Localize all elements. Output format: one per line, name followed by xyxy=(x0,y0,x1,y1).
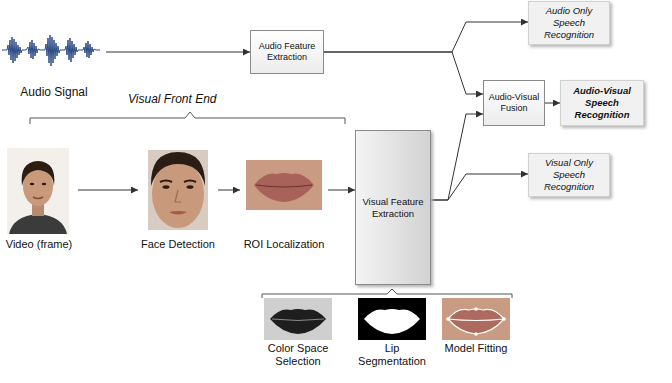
flow-arrow xyxy=(545,103,560,104)
flow-arrow xyxy=(218,190,240,191)
bracket xyxy=(30,112,345,124)
node-text: Audio Feature Extraction xyxy=(255,41,319,63)
method-image: Color Space Selection xyxy=(260,298,336,368)
section-label: Visual Front End xyxy=(128,92,217,106)
model-point xyxy=(446,317,450,321)
node-text: Face Detection xyxy=(141,238,215,251)
hair xyxy=(151,152,205,186)
output-box: Audio-Visual Speech Recognition xyxy=(560,80,644,126)
hair xyxy=(22,161,55,186)
audio-signal: Audio Signal xyxy=(2,28,106,99)
video-frame-image xyxy=(7,148,69,234)
flow-arrow xyxy=(431,174,528,200)
brow xyxy=(184,181,196,183)
process-box: Audio Feature Extraction xyxy=(250,30,324,74)
bracket xyxy=(262,289,512,298)
node-text: Audio-Visual Speech Recognition xyxy=(565,85,639,121)
node-text: Audio Only Speech Recognition xyxy=(533,5,605,41)
node-text: ROI Localization xyxy=(244,238,325,251)
lips xyxy=(254,173,314,202)
lips xyxy=(270,309,326,334)
model-point xyxy=(474,307,478,311)
skin-background xyxy=(246,160,322,210)
audio-waveform xyxy=(2,35,100,66)
node-text: Model Fitting xyxy=(445,342,508,355)
flow-arrow xyxy=(328,190,355,191)
brow xyxy=(160,181,172,183)
waveform-line xyxy=(2,35,100,66)
eye xyxy=(163,185,170,189)
video-frame: Video (frame) xyxy=(0,148,78,251)
feature-box: Visual Feature Extraction xyxy=(355,130,431,285)
node-text: Audio Signal xyxy=(20,86,87,99)
face-detection-image xyxy=(148,150,208,230)
mouth xyxy=(169,211,187,215)
method-image: Model Fitting xyxy=(438,298,514,355)
lip-line xyxy=(272,319,324,321)
lip-segmentation-image xyxy=(358,298,426,340)
shoulders xyxy=(9,214,67,234)
face-detection-step: Face Detection xyxy=(138,150,218,251)
model-point xyxy=(474,332,478,336)
node-text: Lip Segmentation xyxy=(352,342,432,368)
node-text: Video (frame) xyxy=(6,238,72,251)
lips xyxy=(448,309,504,334)
model-point xyxy=(502,317,506,321)
lip-mask xyxy=(364,309,420,334)
nose xyxy=(175,190,181,202)
node-text: Visual Only Speech Recognition xyxy=(533,157,605,193)
model-fitting-image xyxy=(442,298,510,340)
flow-arrow xyxy=(106,52,250,53)
fusion-box: Audio-Visual Fusion xyxy=(483,80,545,126)
flow-arrow xyxy=(78,190,138,191)
flow-arrow xyxy=(324,22,528,52)
lip-model xyxy=(448,309,504,334)
skin-background xyxy=(442,298,510,340)
node-text: Visual Feature Extraction xyxy=(360,196,426,220)
eye xyxy=(187,185,194,189)
frame-background xyxy=(148,150,208,230)
node-text: Color Space Selection xyxy=(260,342,336,368)
mouth xyxy=(33,197,43,199)
flow-arrow xyxy=(324,52,483,94)
gray-background xyxy=(264,298,332,340)
roi-image xyxy=(246,160,322,210)
black-background xyxy=(358,298,426,340)
eye xyxy=(42,183,46,185)
eye xyxy=(30,183,34,185)
color-space-image xyxy=(264,298,332,340)
lip-line xyxy=(256,185,312,187)
output-box: Visual Only Speech Recognition xyxy=(528,153,610,197)
roi-step: ROI Localization xyxy=(240,150,328,251)
frame-background xyxy=(7,148,69,234)
node-text: Audio-Visual Fusion xyxy=(488,92,540,114)
method-image: Lip Segmentation xyxy=(352,298,432,368)
output-box: Audio Only Speech Recognition xyxy=(528,1,610,45)
